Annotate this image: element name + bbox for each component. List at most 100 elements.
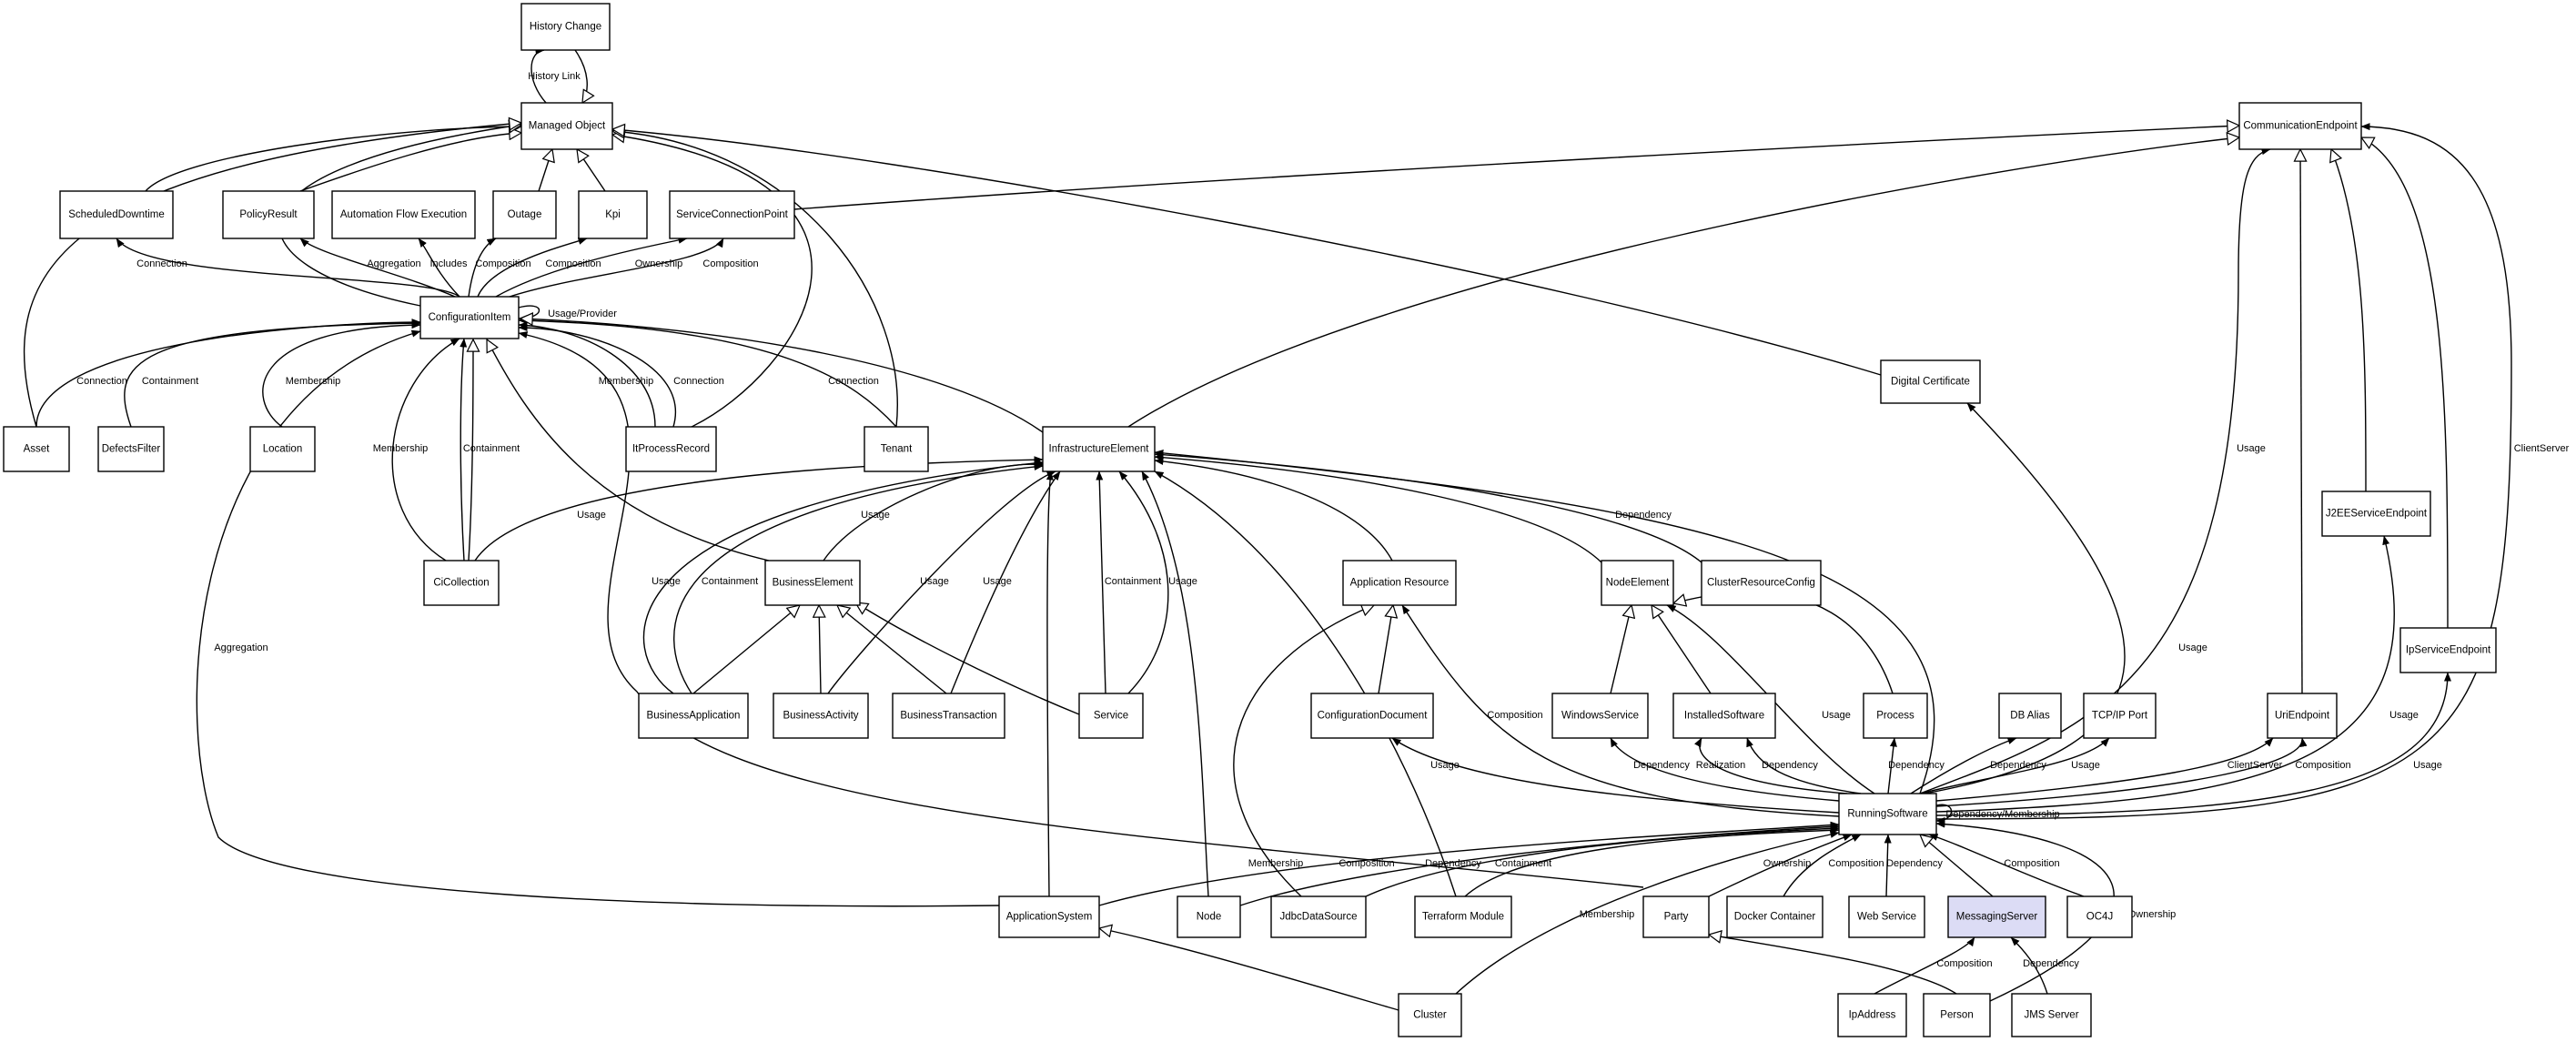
node-box[interactable] xyxy=(1947,895,2046,938)
node-box[interactable] xyxy=(2321,491,2431,537)
node-box[interactable] xyxy=(1270,895,1367,938)
node-box[interactable] xyxy=(331,190,476,239)
node-box[interactable] xyxy=(2238,102,2362,150)
node-box[interactable] xyxy=(1923,993,1991,1037)
node-box[interactable] xyxy=(97,426,165,472)
node-business-application[interactable]: BusinessApplication xyxy=(638,693,749,739)
node-box[interactable] xyxy=(423,560,500,606)
node-box[interactable] xyxy=(1342,560,1457,606)
node-box[interactable] xyxy=(1848,895,1925,938)
node-oc4j[interactable]: OC4J xyxy=(2066,895,2133,938)
node-box[interactable] xyxy=(59,190,174,239)
node-person[interactable]: Person xyxy=(1923,993,1991,1037)
node-box[interactable] xyxy=(773,693,869,739)
node-infrastructure-element[interactable]: InfrastructureElement xyxy=(1042,426,1156,472)
node-box[interactable] xyxy=(578,190,648,239)
node-jms-server[interactable]: JMS Server xyxy=(2011,993,2092,1037)
node-it-process-record[interactable]: ItProcessRecord xyxy=(625,426,717,472)
node-installed-software[interactable]: InstalledSoftware xyxy=(1672,693,1776,739)
node-box[interactable] xyxy=(520,102,613,150)
node-node-element[interactable]: NodeElement xyxy=(1601,560,1674,606)
node-managed-object[interactable]: Managed Object xyxy=(520,102,613,150)
node-box[interactable] xyxy=(1863,693,1928,739)
node-web-service[interactable]: Web Service xyxy=(1848,895,1925,938)
node-ci-collection[interactable]: CiCollection xyxy=(423,560,500,606)
node-box[interactable] xyxy=(2066,895,2133,938)
node-policy-result[interactable]: PolicyResult xyxy=(222,190,315,239)
node-box[interactable] xyxy=(1838,793,1937,835)
node-asset[interactable]: Asset xyxy=(3,426,70,472)
node-box[interactable] xyxy=(1701,560,1822,606)
node-box[interactable] xyxy=(864,426,929,472)
node-communication-endpoint[interactable]: CommunicationEndpoint xyxy=(2238,102,2362,150)
node-box[interactable] xyxy=(1642,895,1710,938)
node-box[interactable] xyxy=(222,190,315,239)
node-box[interactable] xyxy=(1726,895,1823,938)
node-box[interactable] xyxy=(764,560,861,606)
node-location[interactable]: Location xyxy=(249,426,316,472)
node-box[interactable] xyxy=(1998,693,2062,739)
node-box[interactable] xyxy=(1177,895,1241,938)
node-uri-endpoint[interactable]: UriEndpoint xyxy=(2267,693,2338,739)
node-terraform-module[interactable]: Terraform Module xyxy=(1414,895,1512,938)
node-configuration-document[interactable]: ConfigurationDocument xyxy=(1310,693,1434,739)
node-service-connection-point[interactable]: ServiceConnectionPoint xyxy=(669,190,795,239)
node-box[interactable] xyxy=(1310,693,1434,739)
node-box[interactable] xyxy=(3,426,70,472)
node-box[interactable] xyxy=(1672,693,1776,739)
node-business-transaction[interactable]: BusinessTransaction xyxy=(892,693,1005,739)
node-box[interactable] xyxy=(1837,993,1907,1037)
node-automation-flow-execution[interactable]: Automation Flow Execution xyxy=(331,190,476,239)
node-windows-service[interactable]: WindowsService xyxy=(1551,693,1649,739)
node-scheduled-downtime[interactable]: ScheduledDowntime xyxy=(59,190,174,239)
node-box[interactable] xyxy=(249,426,316,472)
node-box[interactable] xyxy=(669,190,795,239)
node-box[interactable] xyxy=(625,426,717,472)
node-box[interactable] xyxy=(1880,359,1981,404)
node-ip-service-endpoint[interactable]: IpServiceEndpoint xyxy=(2399,627,2497,673)
node-service[interactable]: Service xyxy=(1078,693,1144,739)
node-box[interactable] xyxy=(1042,426,1156,472)
node-running-software[interactable]: RunningSoftware xyxy=(1838,793,1937,835)
node-box[interactable] xyxy=(520,3,611,51)
node-box[interactable] xyxy=(1414,895,1512,938)
node-cluster-resource-config[interactable]: ClusterResourceConfig xyxy=(1701,560,1822,606)
node-docker-container[interactable]: Docker Container xyxy=(1726,895,1823,938)
node-business-element[interactable]: BusinessElement xyxy=(764,560,861,606)
node-box[interactable] xyxy=(2083,693,2157,739)
node-box[interactable] xyxy=(2011,993,2092,1037)
node-process[interactable]: Process xyxy=(1863,693,1928,739)
node-history-change[interactable]: History Change xyxy=(520,3,611,51)
node-application-resource[interactable]: Application Resource xyxy=(1342,560,1457,606)
node-label: Terraform Module xyxy=(1422,912,1504,923)
node-business-activity[interactable]: BusinessActivity xyxy=(773,693,869,739)
node-box[interactable] xyxy=(2267,693,2338,739)
edge-label-hist-link: History Link xyxy=(528,71,581,82)
node-cluster[interactable]: Cluster xyxy=(1398,993,1462,1037)
node-box[interactable] xyxy=(492,190,557,239)
node-application-system[interactable]: ApplicationSystem xyxy=(998,895,1100,938)
node-outage[interactable]: Outage xyxy=(492,190,557,239)
node-node[interactable]: Node xyxy=(1177,895,1241,938)
node-box[interactable] xyxy=(1551,693,1649,739)
node-digital-certificate[interactable]: Digital Certificate xyxy=(1880,359,1981,404)
node-box[interactable] xyxy=(419,296,520,339)
node-box[interactable] xyxy=(1078,693,1144,739)
node-jdbc-data-source[interactable]: JdbcDataSource xyxy=(1270,895,1367,938)
node-box[interactable] xyxy=(1398,993,1462,1037)
node-tcp-ip-port[interactable]: TCP/IP Port xyxy=(2083,693,2157,739)
node-messaging-server[interactable]: MessagingServer xyxy=(1947,895,2046,938)
node-kpi[interactable]: Kpi xyxy=(578,190,648,239)
node-box[interactable] xyxy=(1601,560,1674,606)
node-defects-filter[interactable]: DefectsFilter xyxy=(97,426,165,472)
node-box[interactable] xyxy=(638,693,749,739)
node-j2ee-service-endpoint[interactable]: J2EEServiceEndpoint xyxy=(2321,491,2431,537)
node-ip-address[interactable]: IpAddress xyxy=(1837,993,1907,1037)
node-tenant[interactable]: Tenant xyxy=(864,426,929,472)
node-box[interactable] xyxy=(998,895,1100,938)
node-configuration-item[interactable]: ConfigurationItem xyxy=(419,296,520,339)
node-party[interactable]: Party xyxy=(1642,895,1710,938)
node-box[interactable] xyxy=(2399,627,2497,673)
node-db-alias[interactable]: DB Alias xyxy=(1998,693,2062,739)
node-box[interactable] xyxy=(892,693,1005,739)
